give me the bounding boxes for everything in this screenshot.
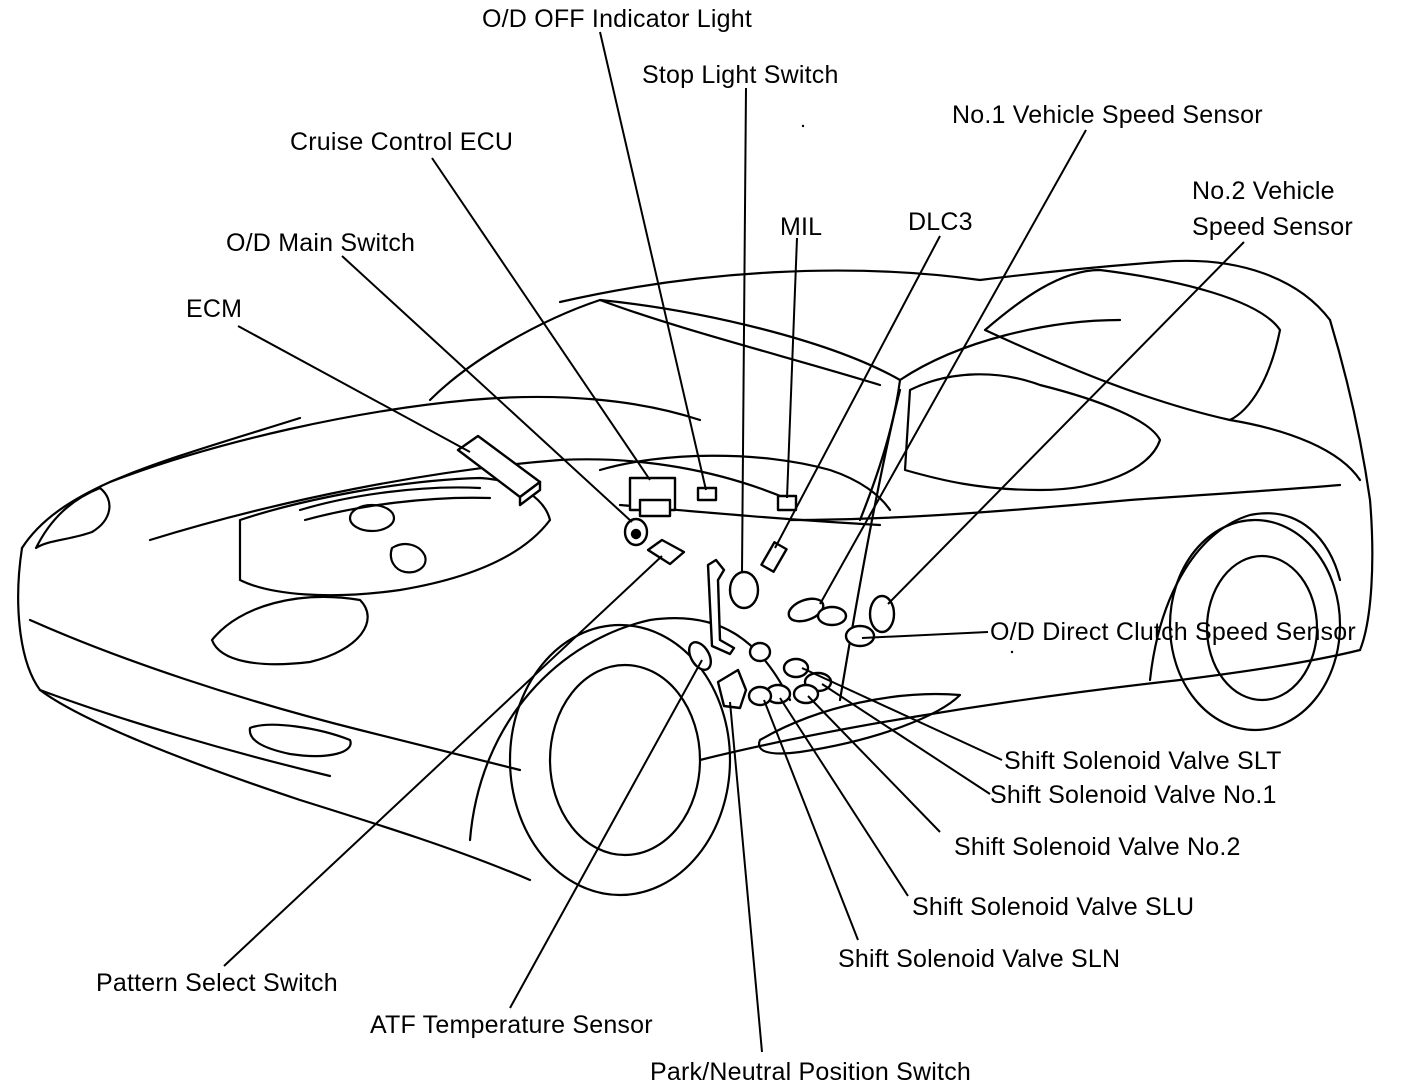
- leader-mil: [786, 237, 798, 499]
- car-side-sill: [698, 648, 1362, 762]
- no1-speed-sensor-b: [816, 605, 848, 627]
- scan-dot: [801, 124, 805, 128]
- label-ecm: ECM: [186, 295, 243, 323]
- label-shift-solenoid-valve-slt: Shift Solenoid Valve SLT: [1004, 747, 1282, 775]
- cruise-control-ecu-front: [638, 498, 672, 518]
- car-roof-side: [898, 318, 1122, 382]
- od-direct-clutch-sensor: [844, 624, 876, 648]
- leader-od-direct-clutch: [861, 631, 989, 639]
- car-hood-crease: [148, 458, 792, 542]
- car-oil-cap: [348, 503, 396, 533]
- car-rear-window: [983, 268, 1282, 422]
- no2-speed-sensor: [868, 594, 896, 634]
- car-engine-fitting: [389, 543, 427, 574]
- leader-park-neutral: [729, 701, 763, 1053]
- label-no1-vehicle-speed-sensor: No.1 Vehicle Speed Sensor: [952, 101, 1263, 129]
- dlc3-connector: [760, 541, 788, 573]
- scan-dot-2: [1010, 650, 1014, 654]
- leader-no1-speed-sensor: [819, 129, 1087, 605]
- car-roof: [558, 260, 1162, 304]
- car-bumper-line-2: [38, 688, 332, 778]
- leader-od-off-indicator: [599, 31, 707, 491]
- label-park-neutral-position-switch: Park/Neutral Position Switch: [650, 1058, 972, 1086]
- label-no2-vehicle-speed-sensor-line1: No.2 Vehicle: [1192, 177, 1335, 205]
- solenoid-sln: [747, 685, 773, 707]
- solenoid-no2: [792, 683, 820, 705]
- label-shift-solenoid-valve-slu: Shift Solenoid Valve SLU: [912, 893, 1195, 921]
- leader-ecm: [237, 325, 471, 453]
- car-bumper-line: [28, 618, 522, 772]
- label-pattern-select-switch: Pattern Select Switch: [96, 969, 338, 997]
- leader-solenoid-no1: [821, 683, 991, 795]
- car-side-belt: [788, 483, 1342, 522]
- car-dashboard: [598, 454, 892, 512]
- solenoid-slt: [782, 657, 810, 679]
- label-stop-light-switch: Stop Light Switch: [642, 61, 839, 89]
- no1-speed-sensor: [787, 597, 825, 623]
- leader-lines: [223, 31, 1245, 1053]
- label-od-off-indicator-light: O/D OFF Indicator Light: [482, 5, 752, 33]
- car-lower-outline: [17, 546, 532, 882]
- car-engine-ridge-2: [303, 496, 492, 522]
- label-dlc3: DLC3: [908, 208, 973, 236]
- leader-solenoid-no2: [807, 695, 941, 833]
- car-side-scoop: [757, 692, 962, 755]
- car-rear-wheel-inner: [1205, 554, 1319, 702]
- label-mil: MIL: [780, 213, 823, 241]
- stop-light-switch-bracket: [706, 558, 736, 656]
- car-rear-wheel: [1168, 518, 1342, 732]
- small-sensor: [748, 641, 772, 663]
- car-fog-light: [248, 723, 352, 758]
- car-rear-deck: [1228, 418, 1362, 482]
- park-neutral-switch: [716, 668, 748, 710]
- car-hood-top: [108, 395, 702, 484]
- leader-pattern-select: [223, 555, 663, 967]
- leader-solenoid-slt: [801, 667, 1003, 761]
- leader-stop-light-switch: [741, 87, 747, 573]
- car-headlight-left: [34, 486, 111, 550]
- ecm-box-side: [518, 480, 542, 507]
- label-cruise-control-ecu: Cruise Control ECU: [290, 128, 514, 156]
- label-shift-solenoid-valve-no1: Shift Solenoid Valve No.1: [990, 781, 1277, 809]
- car-engine-ridge: [298, 486, 482, 512]
- car-engine-cover: [238, 476, 552, 597]
- car-side-window: [903, 373, 1162, 492]
- car-front-wheel-arch: [468, 617, 792, 842]
- stop-light-switch-body: [728, 570, 760, 610]
- car-windshield-inner: [598, 298, 882, 387]
- atf-temperature-sensor: [687, 641, 713, 671]
- label-shift-solenoid-valve-no2: Shift Solenoid Valve No.2: [954, 833, 1241, 861]
- car-headlight-right: [210, 595, 369, 666]
- car-door-line: [838, 388, 902, 702]
- label-shift-solenoid-valve-sln: Shift Solenoid Valve SLN: [838, 945, 1121, 973]
- car-rear-quarter: [1328, 318, 1374, 652]
- leader-atf-temperature: [509, 659, 703, 1009]
- leader-od-main-switch: [341, 255, 633, 523]
- leader-dlc3: [774, 235, 941, 549]
- label-atf-temperature-sensor: ATF Temperature Sensor: [370, 1011, 653, 1039]
- leader-solenoid-sln: [763, 699, 859, 941]
- od-main-switch-knob: [630, 528, 642, 540]
- car-front-wheel: [508, 623, 732, 897]
- leader-cruise-control-ecu: [431, 157, 651, 481]
- car-roof-rear: [1158, 259, 1332, 322]
- mil-indicator: [776, 494, 798, 512]
- label-od-direct-clutch-speed-sensor: O/D Direct Clutch Speed Sensor: [990, 618, 1356, 646]
- components: [456, 434, 896, 710]
- label-no2-vehicle-speed-sensor-line2: Speed Sensor: [1192, 213, 1353, 241]
- leader-no2-speed-sensor: [887, 241, 1245, 605]
- car-rear-wheel-arch: [1148, 512, 1342, 682]
- leader-solenoid-slu: [779, 697, 909, 897]
- car-front-wheel-inner: [548, 663, 702, 857]
- label-od-main-switch: O/D Main Switch: [226, 229, 416, 257]
- od-off-indicator: [696, 486, 718, 502]
- pattern-select-switch-body: [646, 538, 686, 566]
